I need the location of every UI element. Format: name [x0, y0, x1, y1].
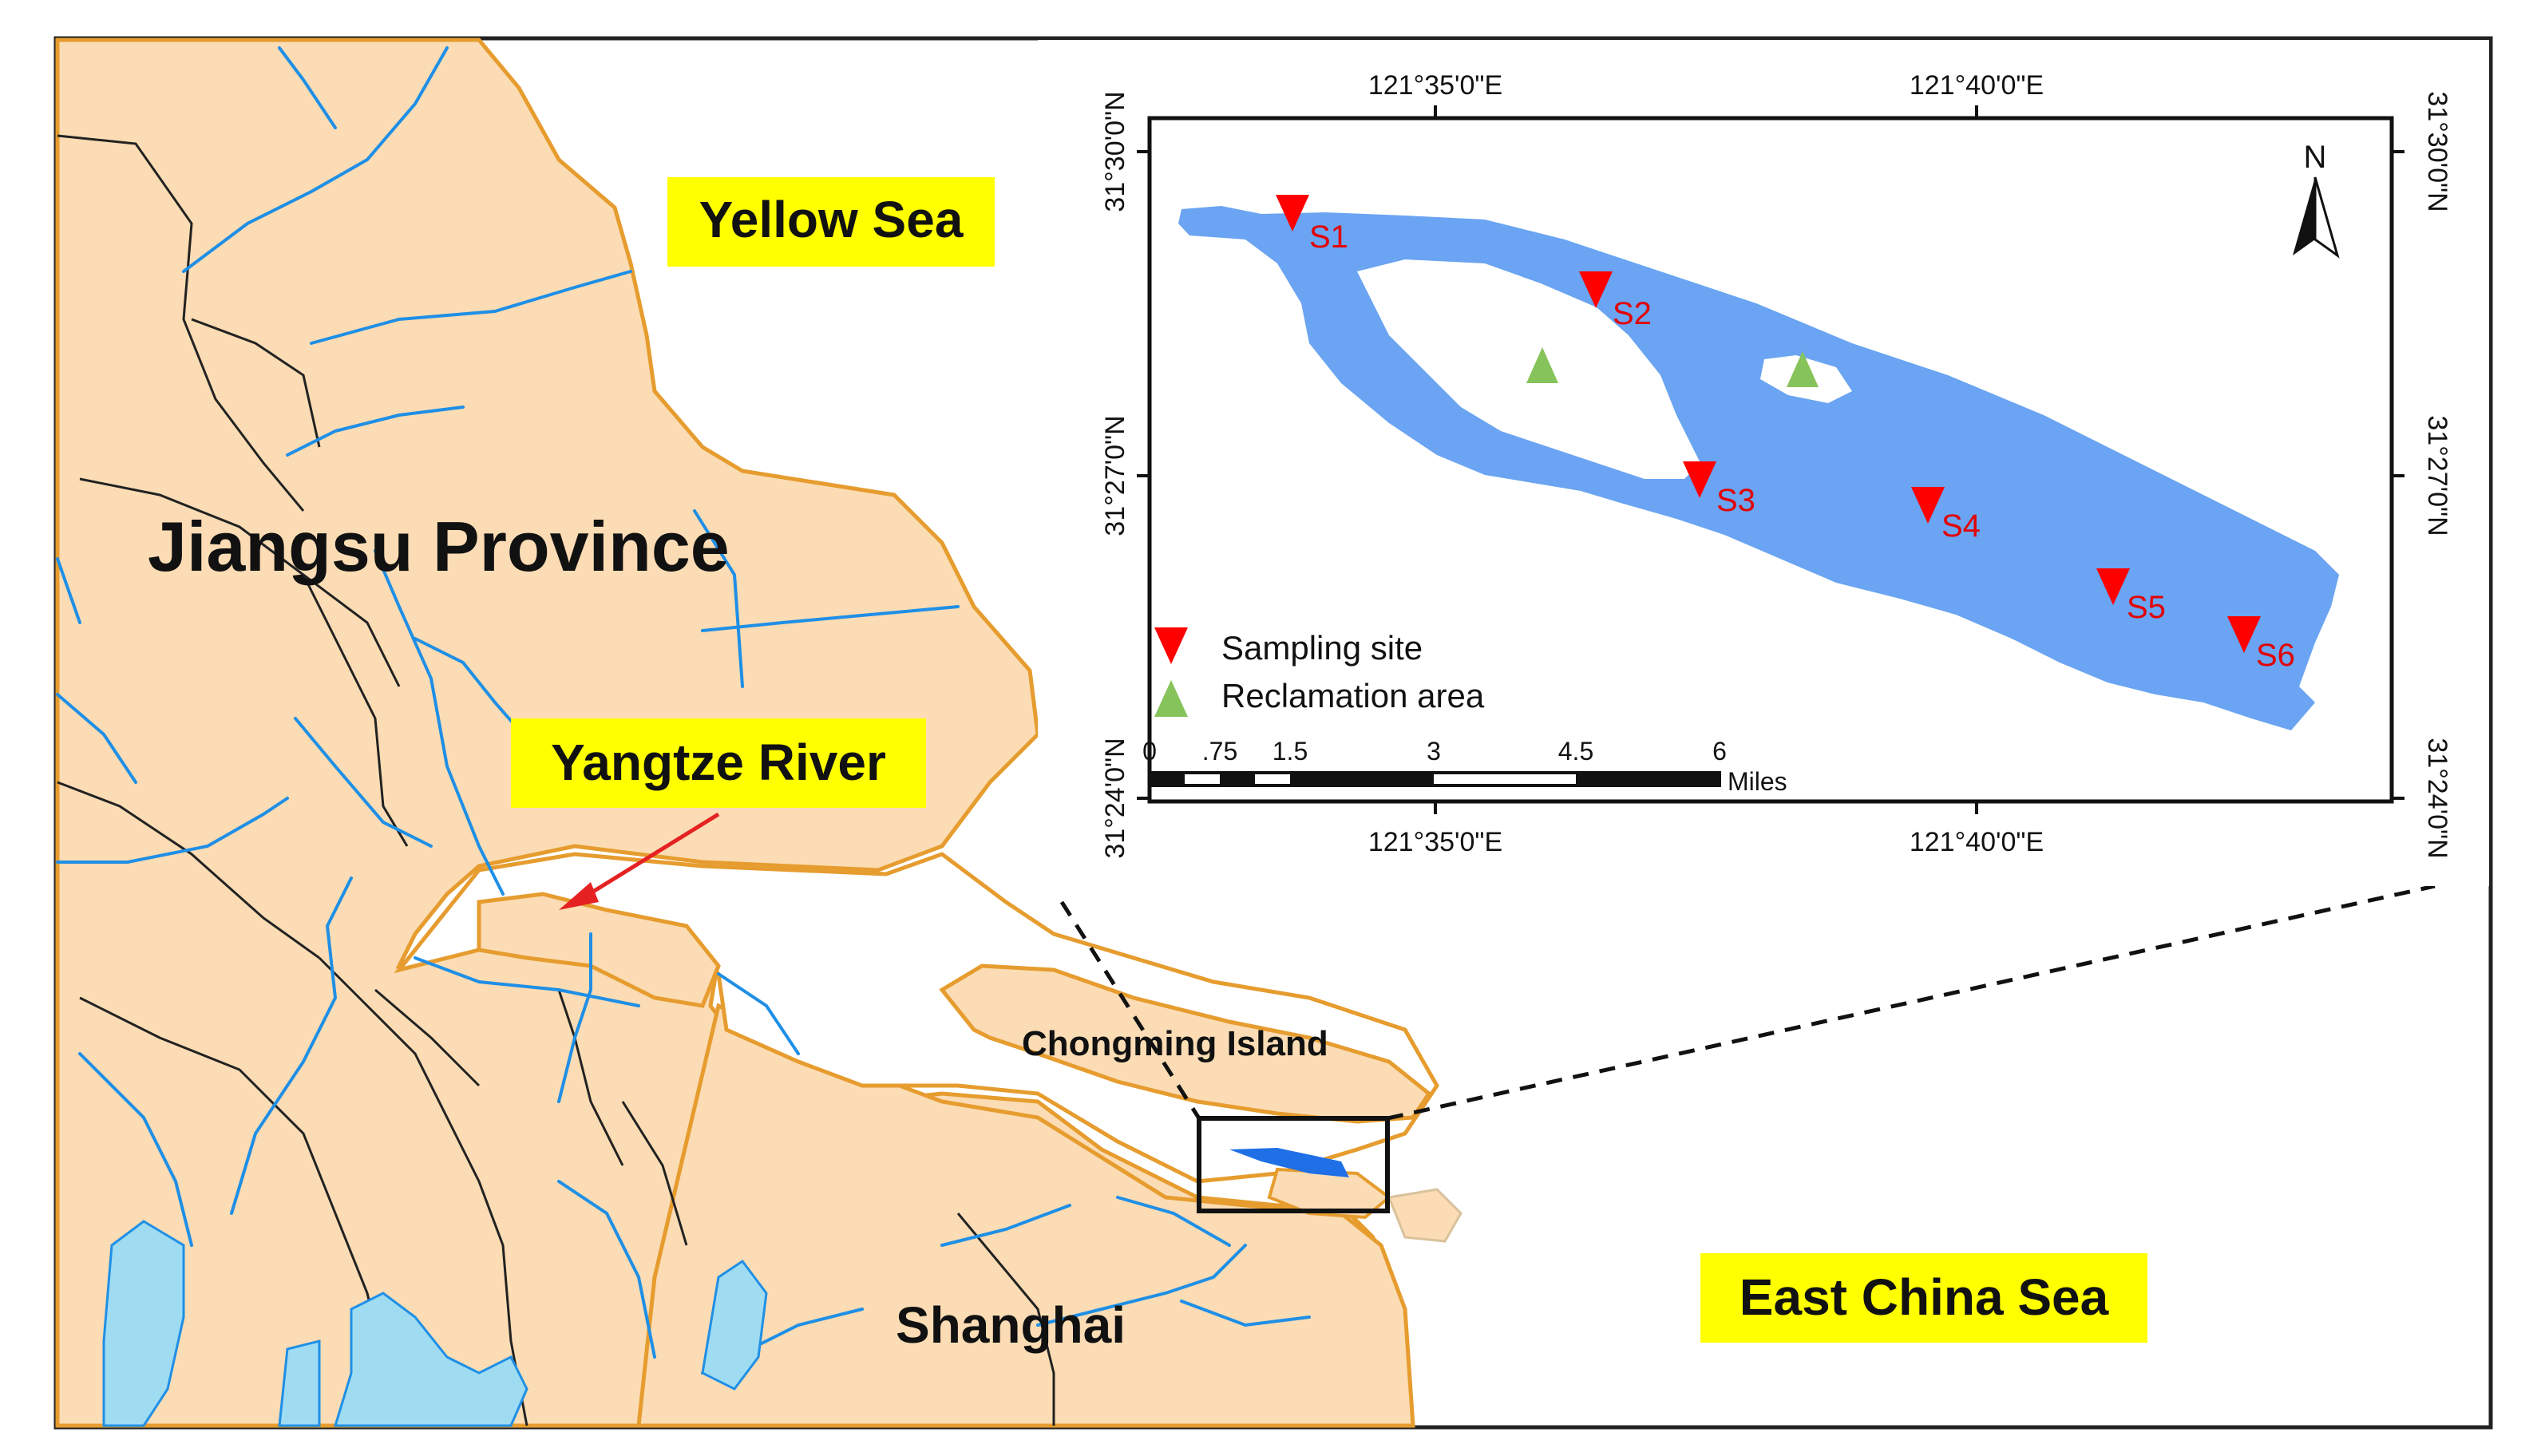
site-label-s3: S3: [1716, 483, 1755, 518]
site-marker-s2: [1579, 271, 1613, 308]
lake-2: [333, 1292, 528, 1427]
inset-top-lon-1: 121°35'0"E: [1368, 70, 1502, 101]
study-area-box: [1197, 1116, 1390, 1213]
lake-4: [278, 1339, 321, 1427]
site-marker-s3: [1683, 461, 1716, 498]
east-china-sea-label-bg: [1700, 1253, 2147, 1343]
yangtze-label-bg: [511, 718, 926, 808]
zoom-line-left: [1059, 900, 1201, 1120]
site-label-s5: S5: [2127, 590, 2166, 625]
inset-top-lon-2: 121°40'0"E: [1910, 70, 2044, 101]
chongming-label: Chongming Island: [1022, 1024, 1328, 1063]
east-china-sea-label: East China Sea: [1740, 1268, 2109, 1326]
scale-tick-0: 0: [1142, 737, 1157, 766]
yellow-sea-label: Yellow Sea: [699, 191, 964, 248]
jiangsu-label: Jiangsu Province: [148, 507, 730, 586]
small-island-1: [1267, 1167, 1392, 1220]
inset-bottom-lon-1: 121°35'0"E: [1368, 827, 1502, 857]
site-label-s6: S6: [2256, 638, 2295, 673]
yellow-sea-label-bg: [667, 177, 995, 267]
legend-sampling-label: Sampling site: [1221, 629, 1423, 667]
chongming-island-shape: [939, 963, 1432, 1124]
site-marker-s4: [1911, 487, 1945, 524]
inset-right-lat-1: 31°30'0"N: [2422, 91, 2452, 212]
scale-tick-075: .75: [1202, 737, 1237, 766]
site-marker-s5: [2096, 568, 2130, 605]
legend-reclamation-label: Reclamation area: [1221, 677, 1485, 714]
north-arrow-label: N: [2304, 140, 2327, 175]
land-north-bank: [477, 892, 721, 1008]
site-label-s1: S1: [1309, 220, 1348, 255]
yangtze-label: Yangtze River: [551, 734, 886, 791]
sampling-sites: S1 S2 S3 S4 S5 S6: [1276, 195, 2295, 673]
scale-bar: 0 .75 1.5 3 4.5 6 Miles: [1142, 737, 1787, 796]
admin-boundaries: [57, 134, 1055, 1426]
site-marker-s1: [1276, 195, 1309, 231]
small-island-2: [1387, 1188, 1462, 1243]
reclamation-island-large: [1357, 259, 1700, 479]
lakes: [102, 1220, 768, 1427]
scale-tick-3: 3: [1427, 737, 1441, 766]
shanghai-label: Shanghai: [896, 1296, 1126, 1354]
inset-right-lat-3: 31°24'0"N: [2422, 738, 2452, 858]
lake-3: [701, 1259, 768, 1391]
site-marker-s6: [2227, 616, 2261, 653]
site-label-s2: S2: [1613, 296, 1652, 331]
scale-tick-6: 6: [1712, 737, 1727, 766]
site-label-s4: S4: [1941, 508, 1981, 544]
legend-reclamation-icon: [1154, 680, 1188, 717]
inset-left-lat-1: 31°30'0"N: [1100, 91, 1130, 212]
lake-1: [102, 1220, 185, 1427]
north-arrow-icon: [2293, 176, 2340, 259]
legend-sampling-icon: [1154, 627, 1188, 664]
yangtze-arrow: [581, 812, 720, 900]
scale-unit: Miles: [1728, 767, 1787, 796]
inset-bottom-lon-2: 121°40'0"E: [1910, 827, 2044, 857]
scale-tick-45: 4.5: [1558, 737, 1593, 766]
study-area-shape-small: [1229, 1148, 1349, 1177]
reclamation-marker-1: [1526, 347, 1558, 383]
yangtze-arrow-head: [559, 882, 599, 910]
inset-ticks: [1137, 105, 2404, 814]
zoom-line-right: [1387, 884, 2436, 1121]
inset-map: 121°35'0"E 121°40'0"E 121°35'0"E 121°40'…: [1038, 40, 2489, 886]
inset-left-lat-3: 31°24'0"N: [1100, 738, 1130, 858]
legend: Sampling site Reclamation area: [1154, 627, 1485, 717]
inset-left-lat-2: 31°27'0"N: [1100, 415, 1130, 536]
inset-right-lat-2: 31°27'0"N: [2422, 415, 2452, 536]
reclamation-marker-2: [1787, 351, 1819, 387]
scale-tick-15: 1.5: [1272, 737, 1308, 766]
